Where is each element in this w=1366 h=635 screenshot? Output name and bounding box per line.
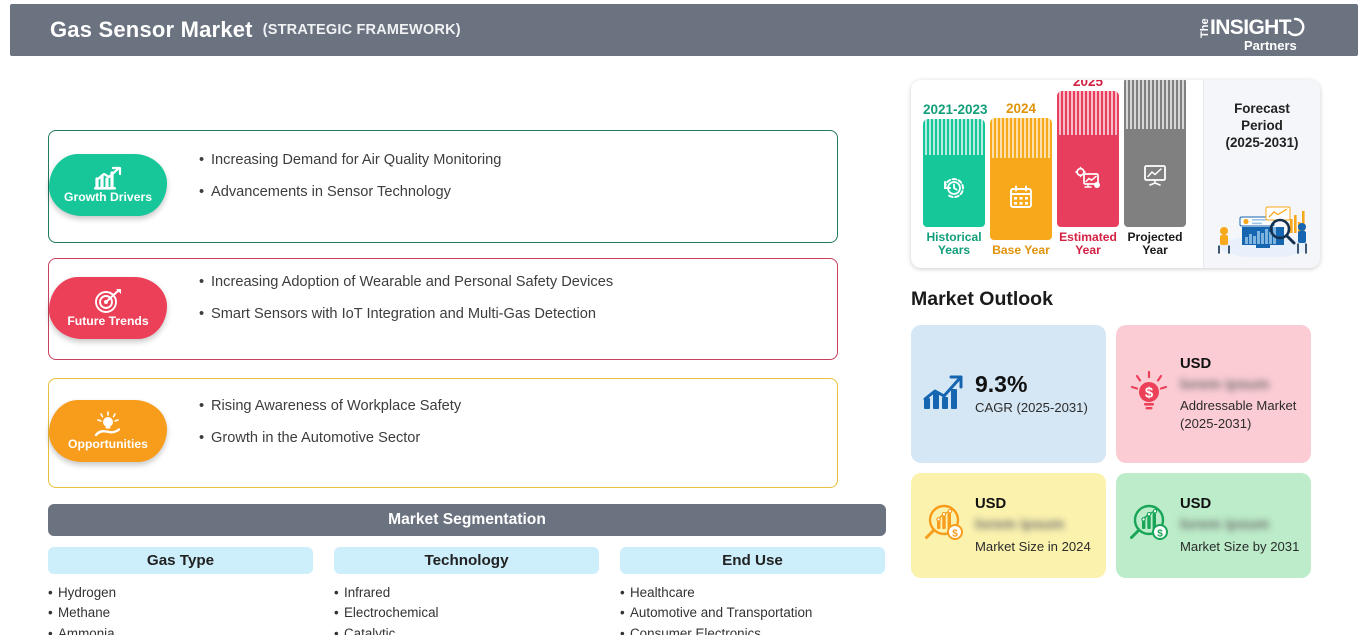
card-label: Market Size in 2024 [975,538,1091,554]
market-segmentation-header: Market Segmentation [48,504,886,536]
magnifier-chart-dollar-icon: $ [922,501,966,550]
redacted-value: lorem ipsum [975,515,1065,533]
cagr-label: CAGR (2025-2031) [975,400,1088,416]
list-item: Healthcare [620,583,885,603]
timeline-item-projected: 2031 [1124,80,1186,258]
bullet-item: Growth in the Automotive Sector [199,429,461,448]
lightbulb-dollar-icon: $ [1127,370,1171,419]
magnifier-chart-dollar-icon: $ [1127,501,1171,550]
timeline-item-historical: 2021-2023 [923,101,988,258]
currency-label: USD [1180,356,1212,373]
timeline-item-estimated: 2025 [1057,80,1119,258]
badge-opportunities[interactable]: Opportunities [49,400,167,462]
bullet-item: Advancements in Sensor Technology [199,183,501,202]
forecast-period-panel: Forecast Period (2025-2031) [1203,80,1320,268]
card-market-size-2031: $ USD lorem ipsum Market Size by 2031 [1116,473,1311,578]
svg-text:$: $ [952,528,958,539]
bar-chart-arrow-icon [92,166,124,190]
redacted-value: lorem ipsum [1180,375,1270,393]
list-item: Hydrogen [48,583,313,603]
badge-label: Opportunities [68,437,148,452]
svg-text:$: $ [1145,384,1154,401]
page-header: Gas Sensor Market (STRATEGIC FRAMEWORK) … [10,4,1358,56]
currency-label: USD [1180,496,1212,513]
list-item: Automotive and Transportation [620,603,885,623]
badge-growth-drivers[interactable]: Growth Drivers [49,154,167,216]
the-insight-partners-logo: The INSIGHT Partners [1192,10,1316,54]
factor-box-opportunities: Rising Awareness of Workplace Safety Gro… [48,378,838,488]
badge-label: Growth Drivers [63,190,153,205]
badge-future-trends[interactable]: Future Trends [49,277,167,339]
segmentation-list: Hydrogen Methane Ammonia [48,583,313,635]
timeline-caption: Estimated Year [1059,229,1117,258]
segmentation-column-title: Technology [334,547,599,574]
forecast-line-2: Period [1241,118,1283,134]
card-label: Market Size by 2031 [1180,538,1300,554]
timeline-bars: 2021-2023 [911,80,1203,268]
opportunities-bullets: Rising Awareness of Workplace Safety Gro… [199,397,461,448]
market-outlook-cards: 9.3% CAGR (2025-2031) $ [911,325,1321,588]
list-item: Ammonia [48,624,313,635]
target-dart-icon [92,288,124,314]
data-analysis-illustration [1210,197,1314,262]
timeline-year: 2021-2023 [923,101,988,117]
page-subtitle: (STRATEGIC FRAMEWORK) [262,22,461,38]
svg-text:INSIGHT: INSIGHT [1210,16,1292,39]
card-row-top: 9.3% CAGR (2025-2031) $ [911,325,1321,463]
growth-drivers-bullets: Increasing Demand for Air Quality Monito… [199,151,501,202]
future-trends-bullets: Increasing Adoption of Wearable and Pers… [199,273,613,324]
list-item: Methane [48,603,313,623]
factor-box-future-trends: Increasing Adoption of Wearable and Pers… [48,258,838,360]
market-outlook-title: Market Outlook [911,288,1053,310]
list-item: Electrochemical [334,603,599,623]
bullet-item: Increasing Demand for Air Quality Monito… [199,151,501,170]
hand-lightbulb-icon [92,411,124,437]
clock-history-icon [941,175,967,206]
growth-chart-icon [922,372,966,417]
card-cagr: 9.3% CAGR (2025-2031) [911,325,1106,463]
svg-text:The: The [1199,18,1211,38]
currency-label: USD [975,496,1007,513]
timeline-year: 2024 [1005,101,1037,117]
forecast-line-3: (2025-2031) [1225,135,1299,151]
bullet-item: Smart Sensors with IoT Integration and M… [199,305,613,324]
segmentation-column-end-use: End Use Healthcare Automotive and Transp… [620,547,885,635]
card-addressable-market: $ USD lorem ipsum Addressable Market (20… [1116,325,1311,463]
timeline-year: 2025 [1072,80,1104,89]
redacted-value: lorem ipsum [1180,515,1270,533]
segmentation-columns: Gas Type Hydrogen Methane Ammonia Techno… [48,547,886,635]
svg-text:Partners: Partners [1244,38,1297,53]
badge-label: Future Trends [67,314,149,329]
svg-text:$: $ [1157,528,1163,539]
segmentation-list: Healthcare Automotive and Transportation… [620,583,885,635]
factor-box-growth-drivers: Increasing Demand for Air Quality Monito… [48,130,838,243]
left-column: Increasing Demand for Air Quality Monito… [0,58,900,635]
list-item: Consumer Electronics [620,624,885,635]
cagr-value: 9.3% [975,370,1028,397]
segmentation-column-technology: Technology Infrared Electrochemical Cata… [334,547,599,635]
segmentation-column-gas-type: Gas Type Hydrogen Methane Ammonia [48,547,313,635]
forecast-line-1: Forecast [1234,101,1290,116]
card-row-bottom: $ USD lorem ipsum Market Size in 2024 [911,473,1321,578]
segmentation-list: Infrared Electrochemical Catalytic [334,583,599,635]
timeline-caption: Historical Years [926,229,982,258]
card-market-size-2024: $ USD lorem ipsum Market Size in 2024 [911,473,1106,578]
list-item: Infrared [334,583,599,603]
timeline-card: 2021-2023 [911,80,1320,268]
bullet-item: Increasing Adoption of Wearable and Pers… [199,273,613,292]
timeline-caption: Base Year [992,243,1050,258]
page-title: Gas Sensor Market [50,17,253,42]
card-label: Addressable Market (2025-2031) [1180,398,1297,431]
calendar-icon [1009,185,1033,214]
segmentation-column-title: Gas Type [48,547,313,574]
forecast-chart-icon [1075,166,1101,195]
timeline-caption: Projected Year [1127,229,1183,258]
segmentation-column-title: End Use [620,547,885,574]
list-item: Catalytic [334,624,599,635]
timeline-item-base: 2024 [990,101,1052,258]
bullet-item: Rising Awareness of Workplace Safety [199,397,461,416]
presentation-icon [1142,163,1168,192]
right-column: 2021-2023 [908,58,1366,635]
